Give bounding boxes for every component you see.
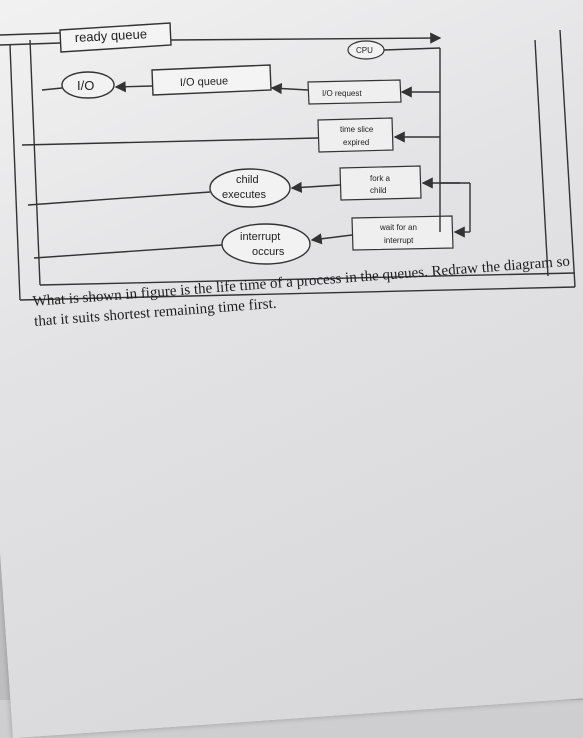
io-label: I/O: [77, 78, 94, 93]
io-flow-arrows: [41, 81, 440, 98]
io-queue-label: I/O queue: [180, 75, 229, 89]
io-node: I/O: [61, 71, 115, 99]
ready-queue-label: ready queue: [74, 26, 147, 45]
child-label-1: child: [236, 174, 259, 186]
wait-interrupt-box: wait for an interrupt: [351, 215, 454, 251]
interrupt-flow-arrows: [33, 226, 470, 259]
time-slice-label-2: expired: [343, 138, 369, 147]
fork-label-1: fork a: [370, 174, 391, 183]
io-queue-box: I/O queue: [151, 64, 272, 96]
io-request-label: I/O request: [322, 89, 362, 98]
ready-queue-box: ready queue: [59, 22, 172, 53]
io-request-box: I/O request: [307, 79, 402, 105]
wait-label-1: wait for an: [379, 223, 417, 232]
cpu-label: CPU: [356, 46, 373, 55]
child-label-2: executes: [222, 189, 267, 201]
interrupt-label-2: occurs: [252, 246, 285, 258]
wait-label-2: interrupt: [384, 236, 414, 245]
frame-lines: [0, 29, 576, 301]
time-slice-label-1: time slice: [340, 125, 374, 134]
child-executes-node: child executes: [209, 168, 291, 208]
interrupt-label-1: interrupt: [240, 231, 280, 243]
cpu-node: CPU: [347, 40, 385, 60]
cpu-exit-lines: [383, 47, 471, 232]
fork-label-2: child: [370, 186, 386, 195]
fork-child-box: fork a child: [339, 165, 422, 201]
process-queue-diagram: ready queue CPU I/O I/O queue I/O reques…: [0, 22, 576, 301]
interrupt-occurs-node: interrupt occurs: [221, 223, 311, 265]
time-slice-box: time slice expired: [317, 117, 394, 153]
